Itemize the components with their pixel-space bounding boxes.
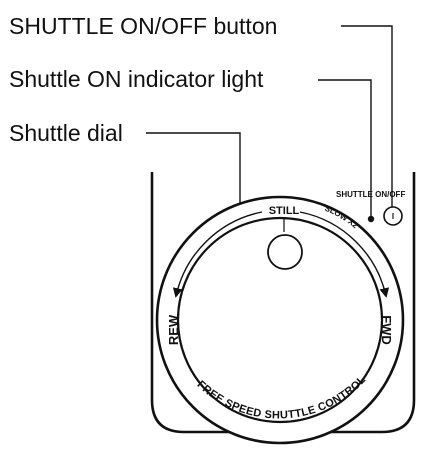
shuttle-dial[interactable] [155,195,405,445]
fwd-label: FWD [379,315,394,345]
button-symbol: I [392,212,394,221]
fwd-direction-arrow [299,211,390,298]
dial-inner-face[interactable] [176,216,384,424]
dial-finger-knob[interactable] [267,234,303,270]
shuttle-on-indicator-light [367,215,375,223]
still-label: STILL [269,205,300,217]
shuttle-on-off-panel-label: SHUTTLE ON/OFF [336,190,405,199]
indicator-leader-line [318,79,372,216]
shuttle-on-off-button-callout: SHUTTLE ON/OFF button [9,13,277,39]
rew-direction-arrow [172,211,263,298]
button-leader-line [341,25,393,212]
shuttle-on-off-button[interactable] [383,206,403,226]
shuttle-on-indicator-callout: Shuttle ON indicator light [9,66,264,92]
rew-label: REW [166,314,181,345]
shuttle-dial-callout: Shuttle dial [9,120,123,146]
